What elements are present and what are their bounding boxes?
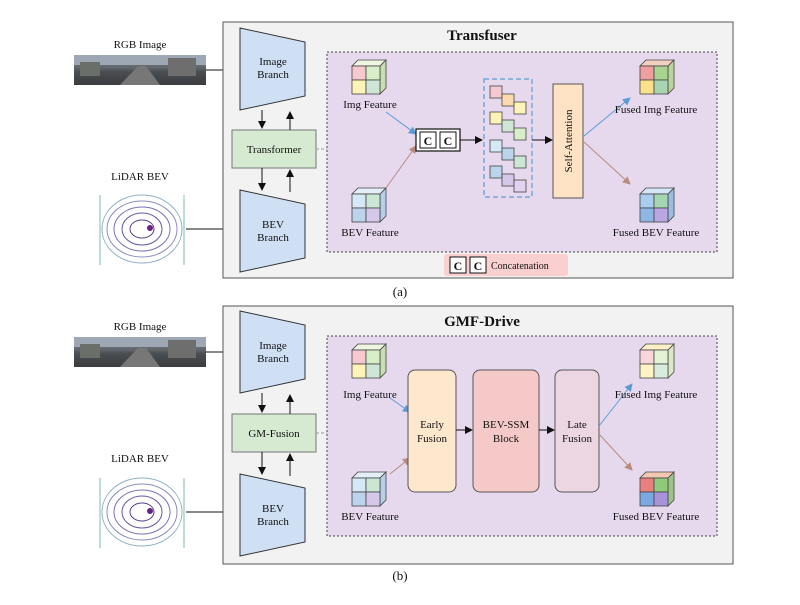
late-to-fused-img-arrow-b	[598, 383, 633, 427]
ssm-block-box-b	[472, 369, 540, 493]
fused-img-cube-b	[639, 343, 675, 379]
transformer-box-a	[231, 129, 317, 169]
rgb-image-b	[74, 337, 206, 367]
bev-branch-a	[239, 189, 306, 273]
svg-text:C: C	[444, 134, 453, 148]
lidar-bev-a	[99, 194, 185, 265]
bev-feature-cube-a	[351, 187, 387, 223]
bev-feature-label-b: BEV Feature	[341, 511, 399, 523]
svg-text:C: C	[454, 259, 463, 273]
fused-bev-cube-b	[639, 471, 675, 507]
fused-img-label-a: Fused Img Feature	[615, 104, 698, 116]
fused-img-cube-a	[639, 59, 675, 95]
transformer-label-a: Transformer	[247, 144, 302, 156]
self-attention-label-a: Self-Attention	[563, 109, 575, 172]
lidar-bev-b	[99, 477, 185, 548]
lidar-bev-label-a: LiDAR BEV	[111, 171, 169, 183]
caption-a: (a)	[393, 284, 407, 299]
rgb-image-label-a: RGB Image	[114, 39, 167, 51]
image-branch-a	[239, 27, 306, 111]
fused-img-label-b: Fused Img Feature	[615, 389, 698, 401]
caption-b: (b)	[392, 568, 407, 583]
svg-text:Concatenation: Concatenation	[491, 261, 549, 272]
late-fusion-box-b	[554, 369, 600, 493]
attention-to-fused-bev-arrow-a	[583, 141, 631, 185]
self-attention-box-a	[552, 83, 584, 199]
lidar-bev-label-b: LiDAR BEV	[111, 453, 169, 465]
svg-text:C: C	[424, 134, 433, 148]
image-branch-b	[239, 310, 306, 394]
img-feature-label-a: Img Feature	[343, 99, 397, 111]
bev-feature-label-a: BEV Feature	[341, 227, 399, 239]
attention-to-fused-img-arrow-a	[583, 97, 631, 137]
img-feature-cube-b	[351, 343, 387, 379]
img-to-early-fusion-arrow-b	[389, 397, 411, 413]
concatenation-legend: C C Concatenation	[444, 254, 568, 276]
gm-fusion-box-b	[231, 413, 317, 453]
token-stack-box-a	[483, 78, 533, 198]
panel-a-title: Transfuser	[447, 28, 517, 44]
concat-symbol-a: C C	[415, 128, 461, 152]
fused-bev-cube-a	[639, 187, 675, 223]
fused-bev-label-b: Fused BEV Feature	[613, 511, 700, 523]
gm-fusion-label-b: GM-Fusion	[248, 428, 300, 440]
img-to-concat-arrow-a	[385, 111, 417, 135]
bev-branch-b	[239, 473, 306, 557]
rgb-image-label-b: RGB Image	[114, 321, 167, 333]
early-fusion-box-b	[407, 369, 457, 493]
panel-b-title: GMF-Drive	[444, 314, 520, 330]
rgb-image-a	[74, 55, 206, 85]
svg-text:C: C	[474, 259, 483, 273]
late-to-fused-bev-arrow-b	[598, 433, 633, 471]
fused-bev-label-a: Fused BEV Feature	[613, 227, 700, 239]
token-stack-a	[489, 85, 527, 193]
img-feature-cube-a	[351, 59, 387, 95]
bev-feature-cube-b	[351, 471, 387, 507]
bev-to-concat-arrow-a	[385, 145, 417, 189]
bev-to-early-fusion-arrow-b	[389, 457, 411, 475]
img-feature-label-b: Img Feature	[343, 389, 397, 401]
